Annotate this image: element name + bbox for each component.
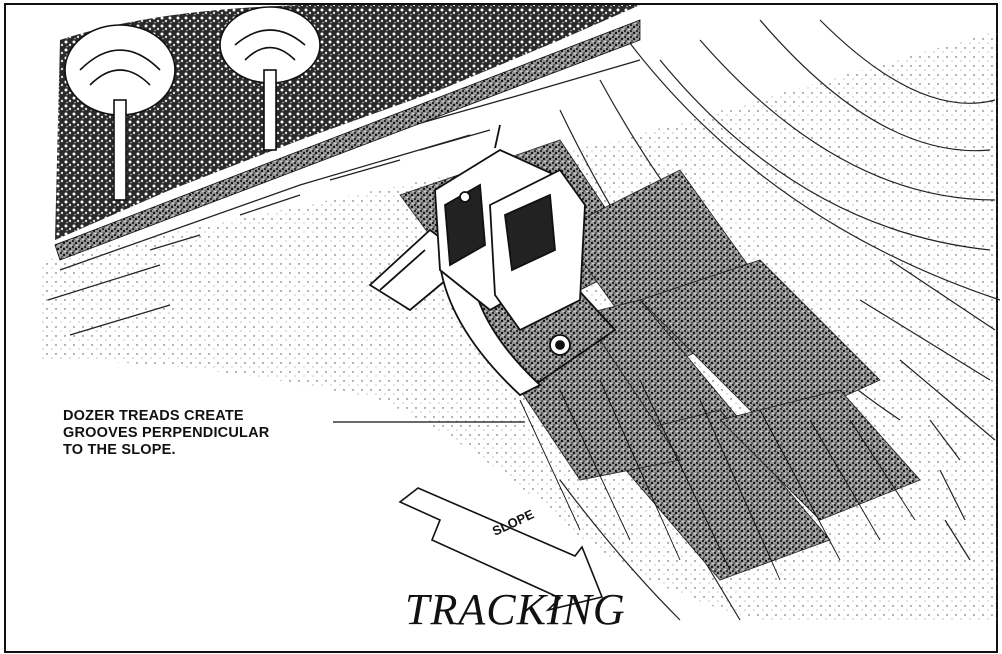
callout-line-1: DOZER TREADS CREATE [63, 408, 269, 425]
callout-line-3: TO THE SLOPE. [63, 442, 269, 459]
callout-annotation: DOZER TREADS CREATE GROOVES PERPENDICULA… [63, 408, 269, 459]
callout-line-2: GROOVES PERPENDICULAR [63, 425, 269, 442]
diagram-title: TRACKING [405, 584, 626, 635]
